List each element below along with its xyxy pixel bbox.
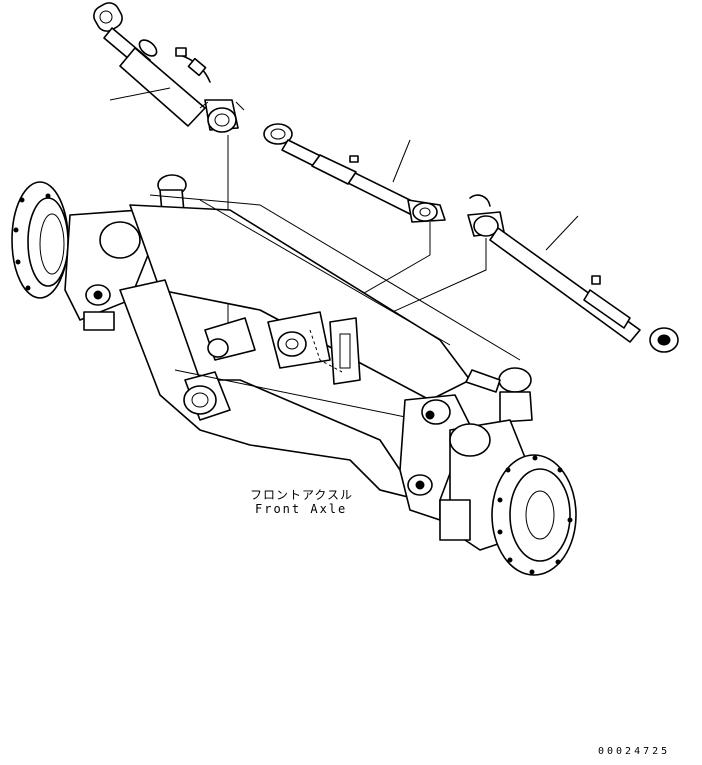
assembly-label-english: Front Axle <box>255 502 348 516</box>
assembly-label-japanese: フロントアクスル <box>250 488 354 502</box>
steering-cylinder-right <box>467 194 679 353</box>
drawing-number: 00024725 <box>598 746 671 757</box>
axle-housing <box>11 174 577 576</box>
steering-cylinder-left <box>93 2 245 133</box>
tie-rod-upper <box>263 123 446 223</box>
